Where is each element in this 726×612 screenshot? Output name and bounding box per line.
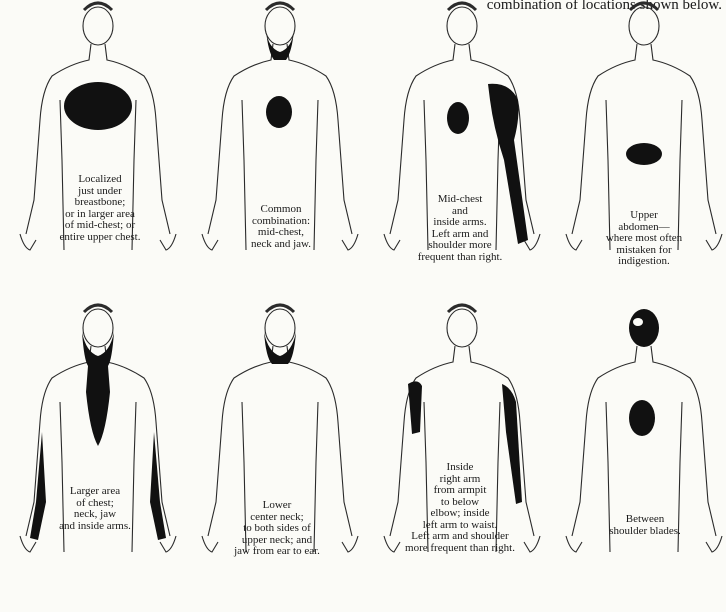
caption-line: frequent than right. bbox=[400, 252, 520, 264]
front-body-figure bbox=[0, 0, 182, 298]
caption-line: neck, jaw bbox=[40, 509, 150, 521]
caption: Lower center neck; to both sides of uppe… bbox=[212, 500, 342, 558]
caption-line: shoulder more bbox=[400, 240, 520, 252]
front-body-figure bbox=[364, 302, 546, 600]
caption-line: indigestion. bbox=[580, 256, 708, 268]
pain-area-mark bbox=[82, 332, 114, 446]
caption-line: Between bbox=[580, 514, 710, 526]
hair-mark bbox=[629, 309, 659, 347]
caption-line: Left arm and shoulder bbox=[380, 531, 540, 543]
caption: Mid-chest and inside arms. Left arm and … bbox=[400, 194, 520, 263]
caption-line: Inside bbox=[380, 462, 540, 474]
caption-line: elbow; inside bbox=[380, 508, 540, 520]
panel-common: Common combination: mid-chest, neck and … bbox=[182, 0, 364, 298]
caption-line: Localized bbox=[36, 174, 164, 186]
panel-localized: Localized just under breastbone; or in l… bbox=[0, 0, 182, 298]
caption-line: Larger area bbox=[40, 486, 150, 498]
caption-line: Upper bbox=[580, 210, 708, 222]
caption-line: from armpit bbox=[380, 485, 540, 497]
front-body-figure bbox=[0, 302, 182, 600]
caption-line: Common bbox=[226, 204, 336, 216]
caption-line: jaw from ear to ear. bbox=[212, 546, 342, 558]
panel-upper-abdomen: Upper abdomen— where most often mistaken… bbox=[546, 0, 726, 298]
caption-line: of mid-chest; or bbox=[36, 220, 164, 232]
caption-line: shoulder blades. bbox=[580, 526, 710, 538]
caption-line: and inside arms. bbox=[40, 521, 150, 533]
caption-line: more frequent than right. bbox=[380, 543, 540, 555]
caption-line: Lower bbox=[212, 500, 342, 512]
panel-lower-neck: Lower center neck; to both sides of uppe… bbox=[182, 302, 364, 600]
caption-line: inside arms. bbox=[400, 217, 520, 229]
caption-line: where most often bbox=[580, 233, 708, 245]
caption-line: to both sides of bbox=[212, 523, 342, 535]
pain-area-mark bbox=[408, 381, 422, 434]
caption-line: entire upper chest. bbox=[36, 232, 164, 244]
pain-area-mark bbox=[264, 332, 296, 364]
panel-larger-area: Larger area of chest; neck, jaw and insi… bbox=[0, 302, 182, 600]
caption: Larger area of chest; neck, jaw and insi… bbox=[40, 486, 150, 532]
pain-area-mark bbox=[447, 102, 469, 134]
caption: Between shoulder blades. bbox=[580, 514, 710, 537]
panel-inside-right-arm: Inside right arm from armpit to below el… bbox=[364, 302, 546, 600]
caption: Common combination: mid-chest, neck and … bbox=[226, 204, 336, 250]
caption-line: breastbone; bbox=[36, 197, 164, 209]
caption-line: Mid-chest bbox=[400, 194, 520, 206]
panel-mid-chest-arm: Mid-chest and inside arms. Left arm and … bbox=[364, 0, 546, 298]
pain-area-mark bbox=[266, 96, 292, 128]
caption: Inside right arm from armpit to below el… bbox=[380, 462, 540, 554]
caption-line: mid-chest, bbox=[226, 227, 336, 239]
front-body-figure bbox=[182, 0, 364, 298]
caption: Upper abdomen— where most often mistaken… bbox=[580, 210, 708, 268]
panel-between-shoulders: Between shoulder blades. bbox=[546, 302, 726, 600]
caption: Localized just under breastbone; or in l… bbox=[36, 174, 164, 243]
back-body-figure bbox=[546, 302, 726, 600]
pain-area-mark bbox=[64, 82, 132, 130]
pain-area-mark bbox=[626, 143, 662, 165]
caption-line: neck and jaw. bbox=[226, 239, 336, 251]
pain-area-mark bbox=[629, 400, 655, 436]
